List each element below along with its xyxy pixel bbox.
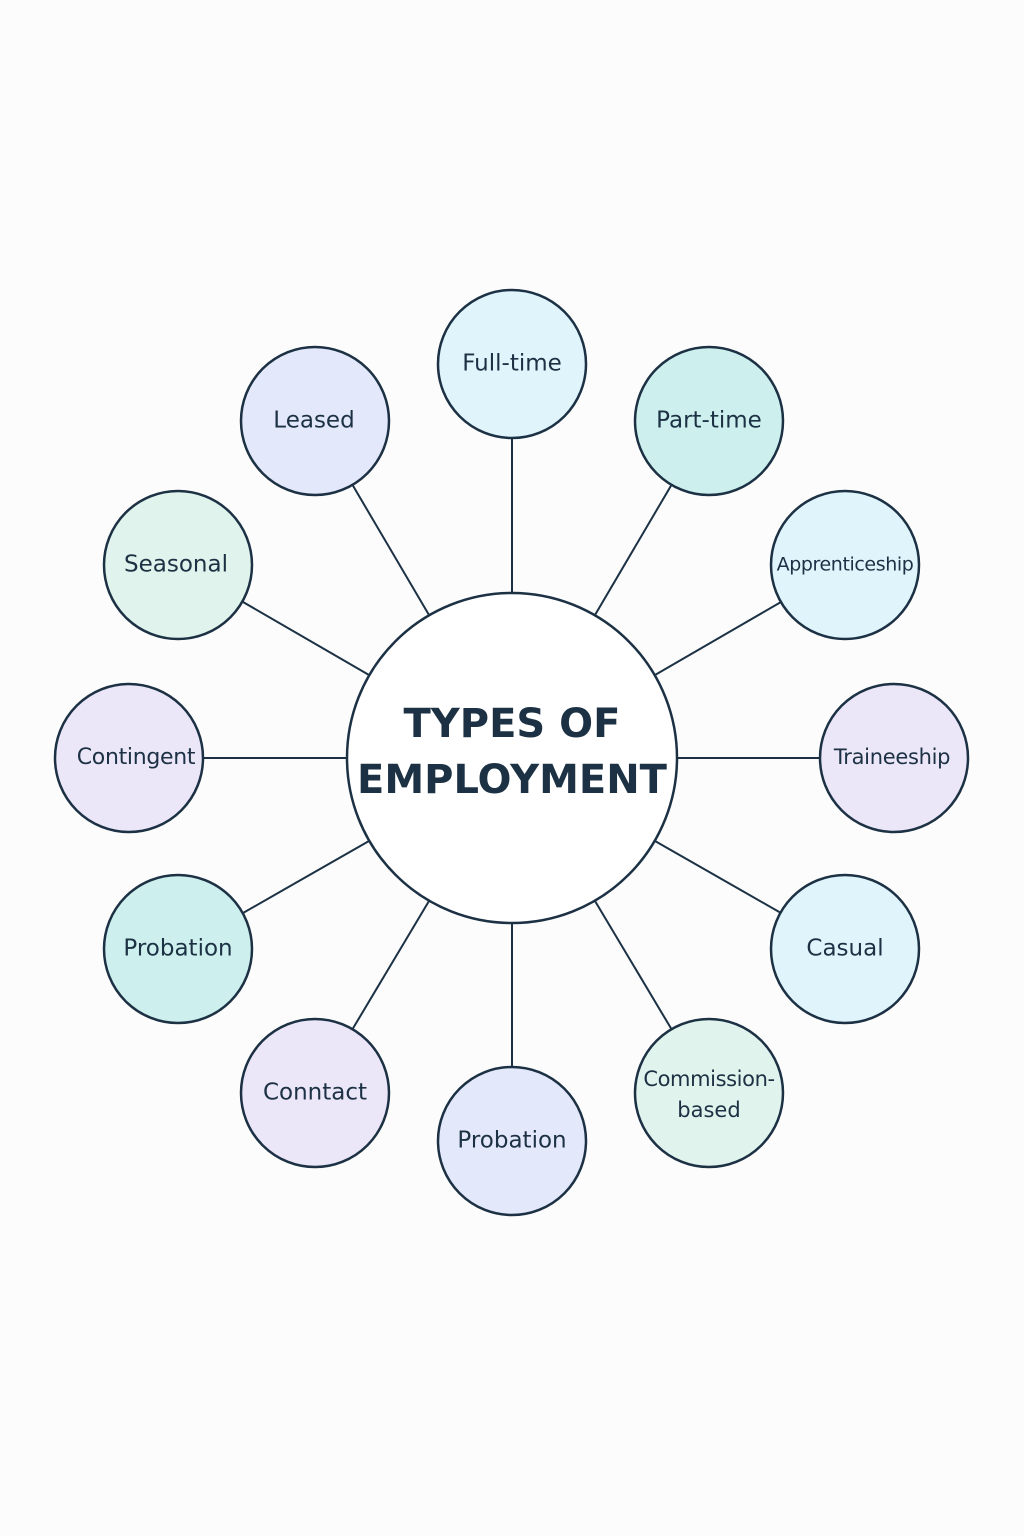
node-circle <box>633 345 785 497</box>
node-circle <box>633 1017 785 1169</box>
node-label: Traineeship <box>833 745 950 769</box>
node-circle <box>769 873 921 1025</box>
node-circle <box>769 489 921 641</box>
connector-leased <box>351 483 430 616</box>
connectors <box>202 438 820 1066</box>
node-label: Probation <box>457 1128 566 1154</box>
node-circle <box>436 1065 588 1217</box>
node-label-line1: Commission- <box>643 1067 774 1091</box>
node-label: Contingent <box>77 745 196 770</box>
node-leased: Leased <box>239 345 391 497</box>
connector-commission-based <box>594 900 673 1031</box>
node-label: Conntact <box>263 1080 367 1106</box>
node-circle <box>239 1017 391 1169</box>
node-circle <box>436 288 588 440</box>
node-conntact: Conntact <box>239 1017 391 1169</box>
node-commission-based: Commission- based <box>633 1017 785 1169</box>
node-circle <box>818 682 970 834</box>
node-circle <box>102 489 254 641</box>
connector-part-time <box>594 483 673 616</box>
node-part-time: Part-time <box>633 345 785 497</box>
node-circle <box>102 873 254 1025</box>
node-probation-bottom: Probation <box>436 1065 588 1217</box>
node-label: Seasonal <box>124 552 228 578</box>
node-traineeship: Traineeship <box>818 682 970 834</box>
node-label: Full-time <box>462 351 562 377</box>
connector-conntact <box>351 900 430 1031</box>
node-circle <box>239 345 391 497</box>
connector-apprenticeship <box>654 601 782 676</box>
center-title-line1: TYPES OF <box>404 701 621 747</box>
node-label-line2: based <box>677 1098 740 1122</box>
node-contingent: Contingent <box>53 682 205 834</box>
center-circle <box>345 591 679 925</box>
node-apprenticeship: Apprenticeship <box>769 489 921 641</box>
node-label: Apprenticeship <box>777 554 914 576</box>
node-casual: Casual <box>769 873 921 1025</box>
node-probation-left: Probation <box>102 873 254 1025</box>
connector-casual <box>654 840 782 914</box>
connector-probation-left <box>242 840 370 914</box>
node-label: Casual <box>806 936 883 962</box>
node-label: Part-time <box>656 408 762 434</box>
node-circle <box>53 682 205 834</box>
node-seasonal: Seasonal <box>102 489 254 641</box>
node-full-time: Full-time <box>436 288 588 440</box>
center-title-line2: EMPLOYMENT <box>357 757 668 803</box>
center-hub: TYPES OF EMPLOYMENT <box>345 591 679 925</box>
node-label: Probation <box>123 936 232 962</box>
node-label: Leased <box>273 408 354 434</box>
connector-seasonal <box>242 601 370 676</box>
